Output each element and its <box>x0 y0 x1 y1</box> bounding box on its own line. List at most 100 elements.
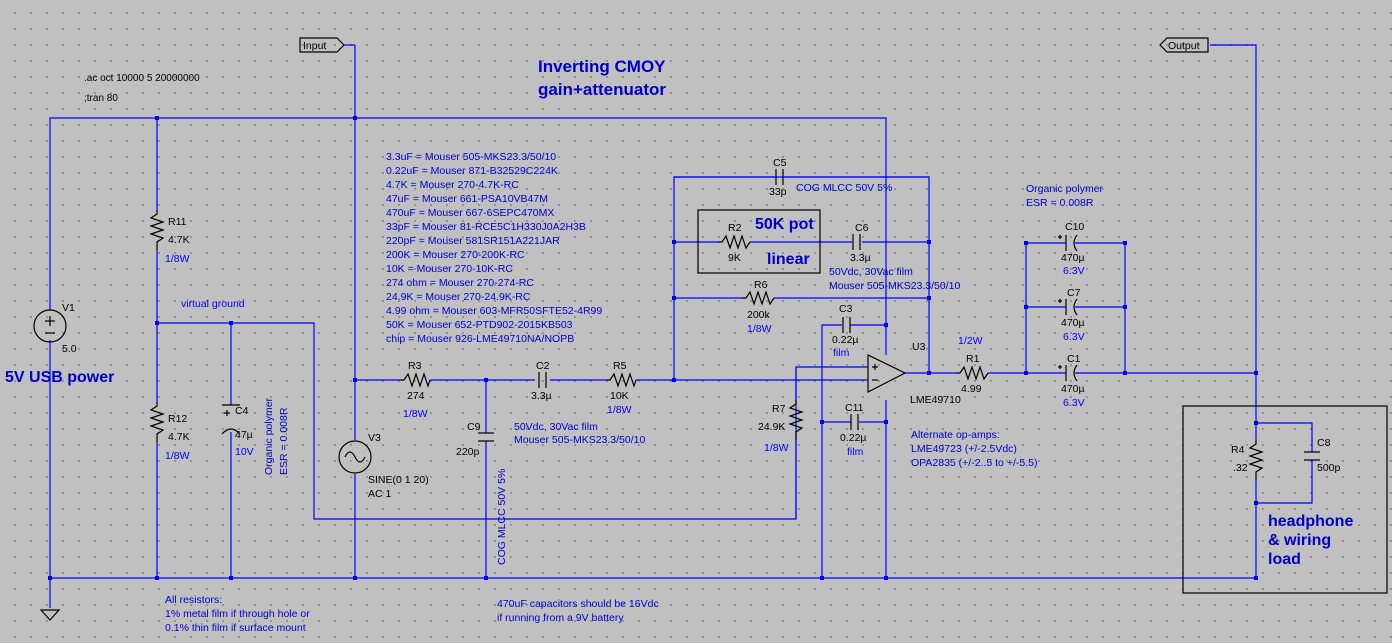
r1-value: 4.99 <box>961 383 982 395</box>
c6-name: C6 <box>855 222 869 234</box>
r12-value: 4.7K <box>168 431 190 443</box>
c9-name: C9 <box>467 421 481 433</box>
r4-value: .32 <box>1233 462 1248 474</box>
resistor-r5[interactable] <box>606 372 637 388</box>
load-label-line: & wiring <box>1268 532 1331 549</box>
r12-name: R12 <box>168 413 187 425</box>
c1-voltage: 6.3V <box>1063 397 1085 409</box>
r6-name: R6 <box>754 279 768 291</box>
resistor-r6[interactable] <box>742 290 775 306</box>
out-caps-dielectric-line1: Organic polymer <box>1026 183 1104 195</box>
parts-list-line: chip = Mouser 926-LME49710NA/NOPB <box>386 333 574 345</box>
resistors-note-line: All resistors: <box>165 594 222 606</box>
resistor-r4[interactable] <box>1248 440 1264 480</box>
alt-opamps-line: LME49723 (+/-2.5Vdc) <box>911 443 1017 455</box>
r6-value: 200k <box>747 309 771 321</box>
c4-value: 47µ <box>235 429 253 441</box>
c11-value: 0.22µ <box>840 432 867 444</box>
battery-note-line: 470uF capacitors should be 16Vdc <box>497 598 659 610</box>
c2-name: C2 <box>536 360 550 372</box>
c6-spec-line2: Mouser 505-MKS23.3/50/10 <box>829 280 960 292</box>
load-label-line: headphone <box>1268 513 1353 530</box>
parts-list-line: 50K = Mouser 652-PTD902-2015KB503 <box>386 319 573 331</box>
c10-name: C10 <box>1065 221 1084 233</box>
parts-list-line: 200K = Mouser 270-200K-RC <box>386 249 525 261</box>
capacitor-c9[interactable] <box>478 432 494 442</box>
r11-power: 1/8W <box>165 253 190 265</box>
c3-name: C3 <box>839 303 853 315</box>
capacitor-c4[interactable] <box>221 404 241 435</box>
voltage-source-v3[interactable] <box>338 440 372 474</box>
c1-name: C1 <box>1067 353 1081 365</box>
capacitor-c11[interactable] <box>850 414 859 430</box>
capacitor-c8[interactable] <box>1304 451 1320 461</box>
resistor-r12[interactable] <box>149 402 165 442</box>
c1-value: 470µ <box>1061 383 1085 395</box>
r7-power: 1/8W <box>764 442 789 454</box>
pot-box <box>697 209 821 274</box>
voltage-source-v1[interactable] <box>33 309 67 343</box>
parts-list-line: 10K = Mouser 270-10K-RC <box>386 263 513 275</box>
c7-name: C7 <box>1067 287 1081 299</box>
r3-power: 1/8W <box>403 408 428 420</box>
r1-name: R1 <box>966 353 980 365</box>
c10-value: 470µ <box>1061 252 1085 264</box>
resistor-r7[interactable] <box>788 400 804 440</box>
r4-name: R4 <box>1231 444 1245 456</box>
capacitor-c10[interactable] <box>1058 234 1078 252</box>
opamp-u3[interactable] <box>867 354 907 393</box>
capacitor-c6[interactable] <box>852 234 861 250</box>
input-label-text: Input <box>303 40 326 52</box>
c10-voltage: 6.3V <box>1063 265 1085 277</box>
u3-value: LME49710 <box>910 394 961 406</box>
capacitor-c3[interactable] <box>842 317 851 333</box>
alt-opamps-line: OPA2835 (+/-2..5 to +/-5.5) <box>911 457 1037 469</box>
r5-name: R5 <box>613 360 627 372</box>
r11-name: R11 <box>168 216 187 228</box>
resistor-r2[interactable] <box>718 234 751 250</box>
c11-type: film <box>847 446 864 458</box>
c4-name: C4 <box>235 405 249 417</box>
capacitor-c7[interactable] <box>1058 298 1078 316</box>
output-net-label[interactable] <box>1159 37 1209 53</box>
r5-power: 1/8W <box>607 404 632 416</box>
v1-value: 5.0 <box>62 343 77 355</box>
u3-name: U3 <box>912 341 926 353</box>
out-caps-dielectric-line2: ESR = 0.008R <box>1026 197 1094 209</box>
parts-list-line: 274 ohm = Mouser 270-274-RC <box>386 277 534 289</box>
directive-tran[interactable]: ;tran 80 <box>84 93 118 104</box>
capacitor-c1[interactable] <box>1058 364 1078 382</box>
c11-name: C11 <box>845 402 864 414</box>
parts-list-line: 3.3uF = Mouser 505-MKS23.3/50/10 <box>386 151 556 163</box>
r7-name: R7 <box>772 403 786 415</box>
ground-icon <box>39 609 61 621</box>
r11-value: 4.7K <box>168 234 190 246</box>
capacitor-c2[interactable] <box>538 372 547 388</box>
c5-name: C5 <box>773 157 787 169</box>
v3-name: V3 <box>368 432 381 444</box>
resistors-note-line: 1% metal film if through hole or <box>165 608 310 620</box>
r5-value: 10K <box>610 390 629 402</box>
r2-name: R2 <box>728 222 742 234</box>
resistor-r11[interactable] <box>149 210 165 250</box>
c6-value: 3.3µ <box>850 252 871 264</box>
c6-spec-line1: 50Vdc, 30Vac film <box>829 266 913 278</box>
resistors-note-line: 0.1% thin film if surface mount <box>165 622 306 634</box>
directive-ac[interactable]: .ac oct 10000 5 20000000 <box>84 73 200 84</box>
pot-title: 50K pot <box>755 216 814 233</box>
r3-name: R3 <box>408 360 422 372</box>
resistor-r1[interactable] <box>956 365 989 381</box>
input-net-label[interactable] <box>299 37 345 53</box>
v1-name: V1 <box>62 302 75 314</box>
resistor-r3[interactable] <box>400 372 431 388</box>
wires <box>49 44 1313 608</box>
c2-value: 3.3µ <box>531 390 552 402</box>
c4-dielectric-line2: ESR = 0.008R <box>278 407 290 475</box>
r12-power: 1/8W <box>165 450 190 462</box>
r1-power: 1/2W <box>958 335 983 347</box>
c8-value: 500p <box>1317 462 1341 474</box>
c5-dielectric: COG MLCC 50V 5% <box>796 182 892 194</box>
c4-dielectric-line1: Organic polymer <box>263 397 275 475</box>
r7-value: 24.9K <box>758 421 785 433</box>
